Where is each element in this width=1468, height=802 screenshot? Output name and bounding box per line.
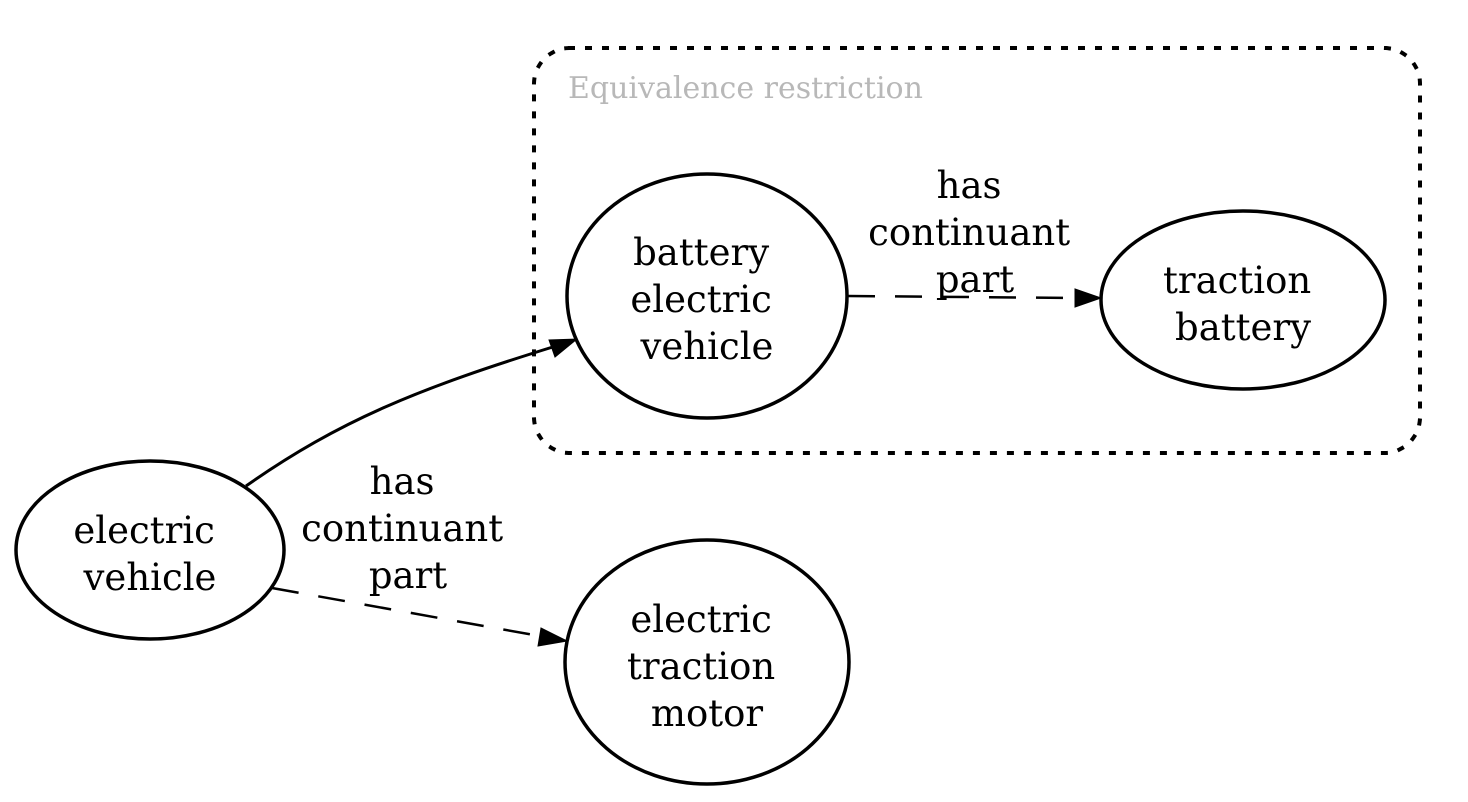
node-shape	[563, 538, 851, 786]
node-traction-battery[interactable]: traction battery	[1099, 209, 1387, 391]
node-label-line-1: electric	[630, 598, 771, 641]
edge-bev-to-traction-battery: has continuant part	[847, 164, 1103, 308]
node-shape	[1099, 209, 1387, 391]
arrowhead	[548, 338, 579, 358]
cluster-border	[532, 46, 1422, 455]
node-battery-electric-vehicle[interactable]: battery electric vehicle	[565, 172, 849, 420]
node-label-line-2: vehicle	[83, 556, 217, 599]
node-label: traction battery	[1163, 259, 1323, 349]
cluster-label: Equivalence restriction	[568, 71, 923, 106]
node-electric-vehicle[interactable]: electric vehicle	[14, 459, 286, 641]
arrowhead	[537, 627, 569, 647]
edge-ev-to-bev	[245, 338, 579, 488]
node-label-line-3: motor	[651, 692, 764, 735]
edge-label-line-1: has	[370, 460, 435, 503]
edge-label-line-2: continuant	[301, 507, 503, 550]
edge-label-line-1: has	[937, 164, 1002, 207]
node-label: battery electric vehicle	[630, 231, 783, 368]
node-label-line-1: battery	[633, 231, 769, 274]
node-label-line-1: electric	[73, 509, 214, 552]
node-label-line-1: traction	[1163, 259, 1311, 302]
edge-line	[847, 294, 1079, 300]
node-label-line-2: battery	[1175, 306, 1311, 349]
node-shape	[14, 459, 286, 641]
edge-label-line-2: continuant	[868, 211, 1070, 254]
edge-label: has continuant part	[301, 460, 515, 597]
edge-label-line-3: part	[936, 258, 1014, 301]
edge-line	[245, 344, 557, 488]
node-label-line-3: vehicle	[640, 325, 774, 368]
edge-ev-to-electric-traction-motor: has continuant part	[271, 460, 569, 647]
node-label-line-2: electric	[630, 278, 771, 321]
edge-label-line-3: part	[369, 554, 447, 597]
node-label: electric traction motor	[627, 598, 787, 735]
node-shape	[565, 172, 849, 420]
node-label-line-2: traction	[627, 645, 775, 688]
node-electric-traction-motor[interactable]: electric traction motor	[563, 538, 851, 786]
arrowhead	[1074, 288, 1103, 308]
equivalence-restriction-cluster: Equivalence restriction	[532, 46, 1422, 455]
node-label: electric vehicle	[73, 509, 226, 599]
edge-label: has continuant part	[868, 164, 1082, 301]
